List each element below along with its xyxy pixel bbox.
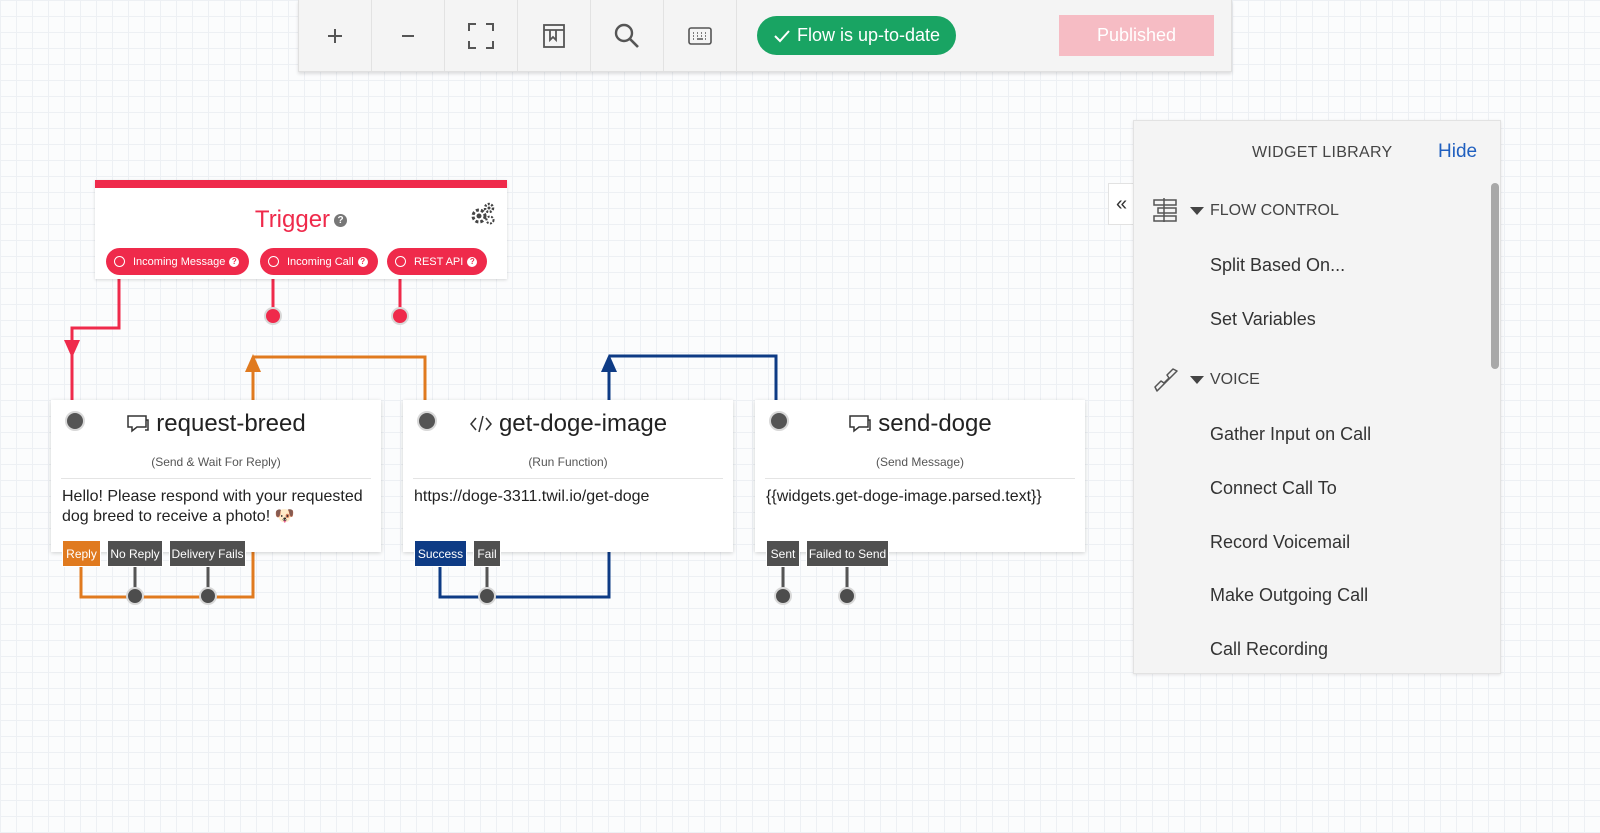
bookmark-icon (543, 23, 565, 48)
keyboard-button[interactable] (664, 0, 737, 71)
fit-screen-button[interactable] (445, 0, 518, 71)
divider (61, 478, 371, 479)
flow-status-text: Flow is up-to-date (796, 25, 941, 45)
library-item-connect-call[interactable]: Connect Call To (1210, 478, 1337, 498)
trigger-incoming-call[interactable]: Incoming Call ? (260, 248, 378, 275)
connector-incoming-message (70, 266, 121, 400)
widget-send-doge[interactable]: send-doge (Send Message) {{widgets.get-d… (755, 400, 1085, 552)
settings-gear-icon[interactable] (470, 202, 496, 226)
divider (413, 478, 723, 479)
code-icon (469, 415, 492, 433)
widget-body: https://doge-3311.twil.io/get-doge (414, 488, 650, 505)
keyboard-icon (688, 26, 712, 45)
widget-handle[interactable] (65, 411, 85, 431)
widget-title: send-doge (755, 410, 1085, 438)
widget-body: Hello! Please respond with your requeste… (62, 488, 363, 525)
widget-type: (Send Message) (875, 455, 965, 469)
library-item-make-outgoing-call[interactable]: Make Outgoing Call (1210, 585, 1369, 605)
transition-reply[interactable]: Reply (62, 540, 101, 567)
widget-title-text: request-breed (156, 410, 306, 437)
widget-body: {{widgets.get-doge-image.parsed.text}} (766, 488, 1042, 505)
library-item-call-recording[interactable]: Call Recording (1210, 639, 1329, 659)
trigger-incoming-message[interactable]: Incoming Message ? (106, 248, 250, 275)
transition-sent[interactable]: Sent (766, 540, 800, 567)
help-icon[interactable]: ? (467, 256, 478, 267)
widget-title: request-breed (51, 410, 381, 438)
failed-to-send-port[interactable] (838, 587, 856, 605)
arrowhead-request-breed (64, 340, 80, 358)
widget-get-doge-image[interactable]: get-doge-image (Run Function) https://do… (403, 400, 733, 552)
library-scrollbar[interactable] (1491, 183, 1499, 369)
widget-title-text: send-doge (878, 410, 992, 437)
widget-type: (Send & Wait For Reply) (151, 455, 281, 469)
zoom-out-button[interactable] (372, 0, 445, 71)
arrowhead-reply (245, 354, 261, 372)
help-icon[interactable]: ? (357, 256, 368, 267)
canvas-toolbar: Flow is up-to-date Published (298, 0, 1232, 72)
fail-port[interactable] (478, 587, 496, 605)
hide-library-link[interactable]: Hide (1438, 141, 1478, 162)
library-item-record-voicemail[interactable]: Record Voicemail (1210, 532, 1351, 552)
search-button[interactable] (591, 0, 664, 71)
trigger-pill-label: Incoming Message (133, 255, 226, 268)
arrowhead-success (601, 354, 617, 372)
trigger-pill-label: REST API (414, 255, 464, 268)
no-reply-port[interactable] (126, 587, 144, 605)
category-label: FLOW CONTROL (1210, 202, 1339, 219)
library-item-split-based-on[interactable]: Split Based On... (1210, 255, 1346, 275)
port-icon (114, 256, 125, 267)
port-icon (395, 256, 406, 267)
category-voice[interactable]: VOICE (1190, 371, 1260, 389)
chat-bubble-icon (849, 415, 872, 433)
checkmark-icon (774, 29, 790, 42)
library-item-gather-input[interactable]: Gather Input on Call (1210, 424, 1372, 444)
widget-title: get-doge-image (403, 410, 733, 438)
widget-title-text: get-doge-image (498, 410, 668, 437)
phone-icon (1154, 368, 1178, 392)
flow-control-icon (1153, 198, 1177, 222)
widget-request-breed[interactable]: request-breed (Send & Wait For Reply) He… (51, 400, 381, 552)
notes-button[interactable] (518, 0, 591, 71)
category-flow-control[interactable]: FLOW CONTROL (1190, 202, 1339, 220)
transition-failed-to-send[interactable]: Failed to Send (806, 540, 889, 567)
transition-fail[interactable]: Fail (473, 540, 501, 567)
widget-handle[interactable] (769, 411, 789, 431)
trigger-title: Trigger? (95, 206, 507, 234)
transition-success[interactable]: Success (414, 540, 467, 567)
divider (765, 478, 1075, 479)
plus-icon (328, 28, 342, 43)
chat-bubble-icon (127, 415, 150, 433)
flow-status-badge: Flow is up-to-date (757, 16, 956, 55)
widget-library-panel: WIDGET LIBRARY Hide FLOW CONTROL Split B… (1133, 120, 1501, 674)
delivery-fails-port[interactable] (199, 587, 217, 605)
library-title: WIDGET LIBRARY (1252, 144, 1393, 161)
trigger-title-text: Trigger (254, 206, 331, 233)
caret-down-icon (1190, 207, 1204, 215)
connector-reply-to-get-doge (253, 355, 427, 400)
caret-down-icon (1190, 376, 1204, 384)
library-item-set-variables[interactable]: Set Variables (1210, 309, 1316, 329)
fullscreen-icon (468, 22, 494, 49)
zoom-in-button[interactable] (299, 0, 372, 71)
incoming-call-port[interactable] (264, 307, 282, 325)
widget-handle[interactable] (417, 411, 437, 431)
minus-icon (402, 34, 414, 37)
widget-type: (Run Function) (528, 455, 608, 469)
trigger-widget[interactable]: Trigger? Incoming Message ? Incoming Cal… (95, 180, 507, 279)
port-icon (268, 256, 279, 267)
trigger-rest-api[interactable]: REST API ? (387, 248, 488, 275)
category-label: VOICE (1210, 371, 1260, 388)
help-icon[interactable]: ? (229, 256, 240, 267)
search-icon (614, 23, 639, 48)
rest-api-port[interactable] (391, 307, 409, 325)
connector-success-to-send-doge (609, 354, 778, 400)
transition-no-reply[interactable]: No Reply (107, 540, 163, 567)
publish-button[interactable]: Published (1059, 15, 1214, 56)
sent-port[interactable] (774, 587, 792, 605)
transition-delivery-fails[interactable]: Delivery Fails (169, 540, 246, 567)
collapse-library-button[interactable]: « (1108, 183, 1134, 225)
help-icon[interactable]: ? (334, 214, 348, 228)
trigger-pill-label: Incoming Call (287, 255, 354, 268)
